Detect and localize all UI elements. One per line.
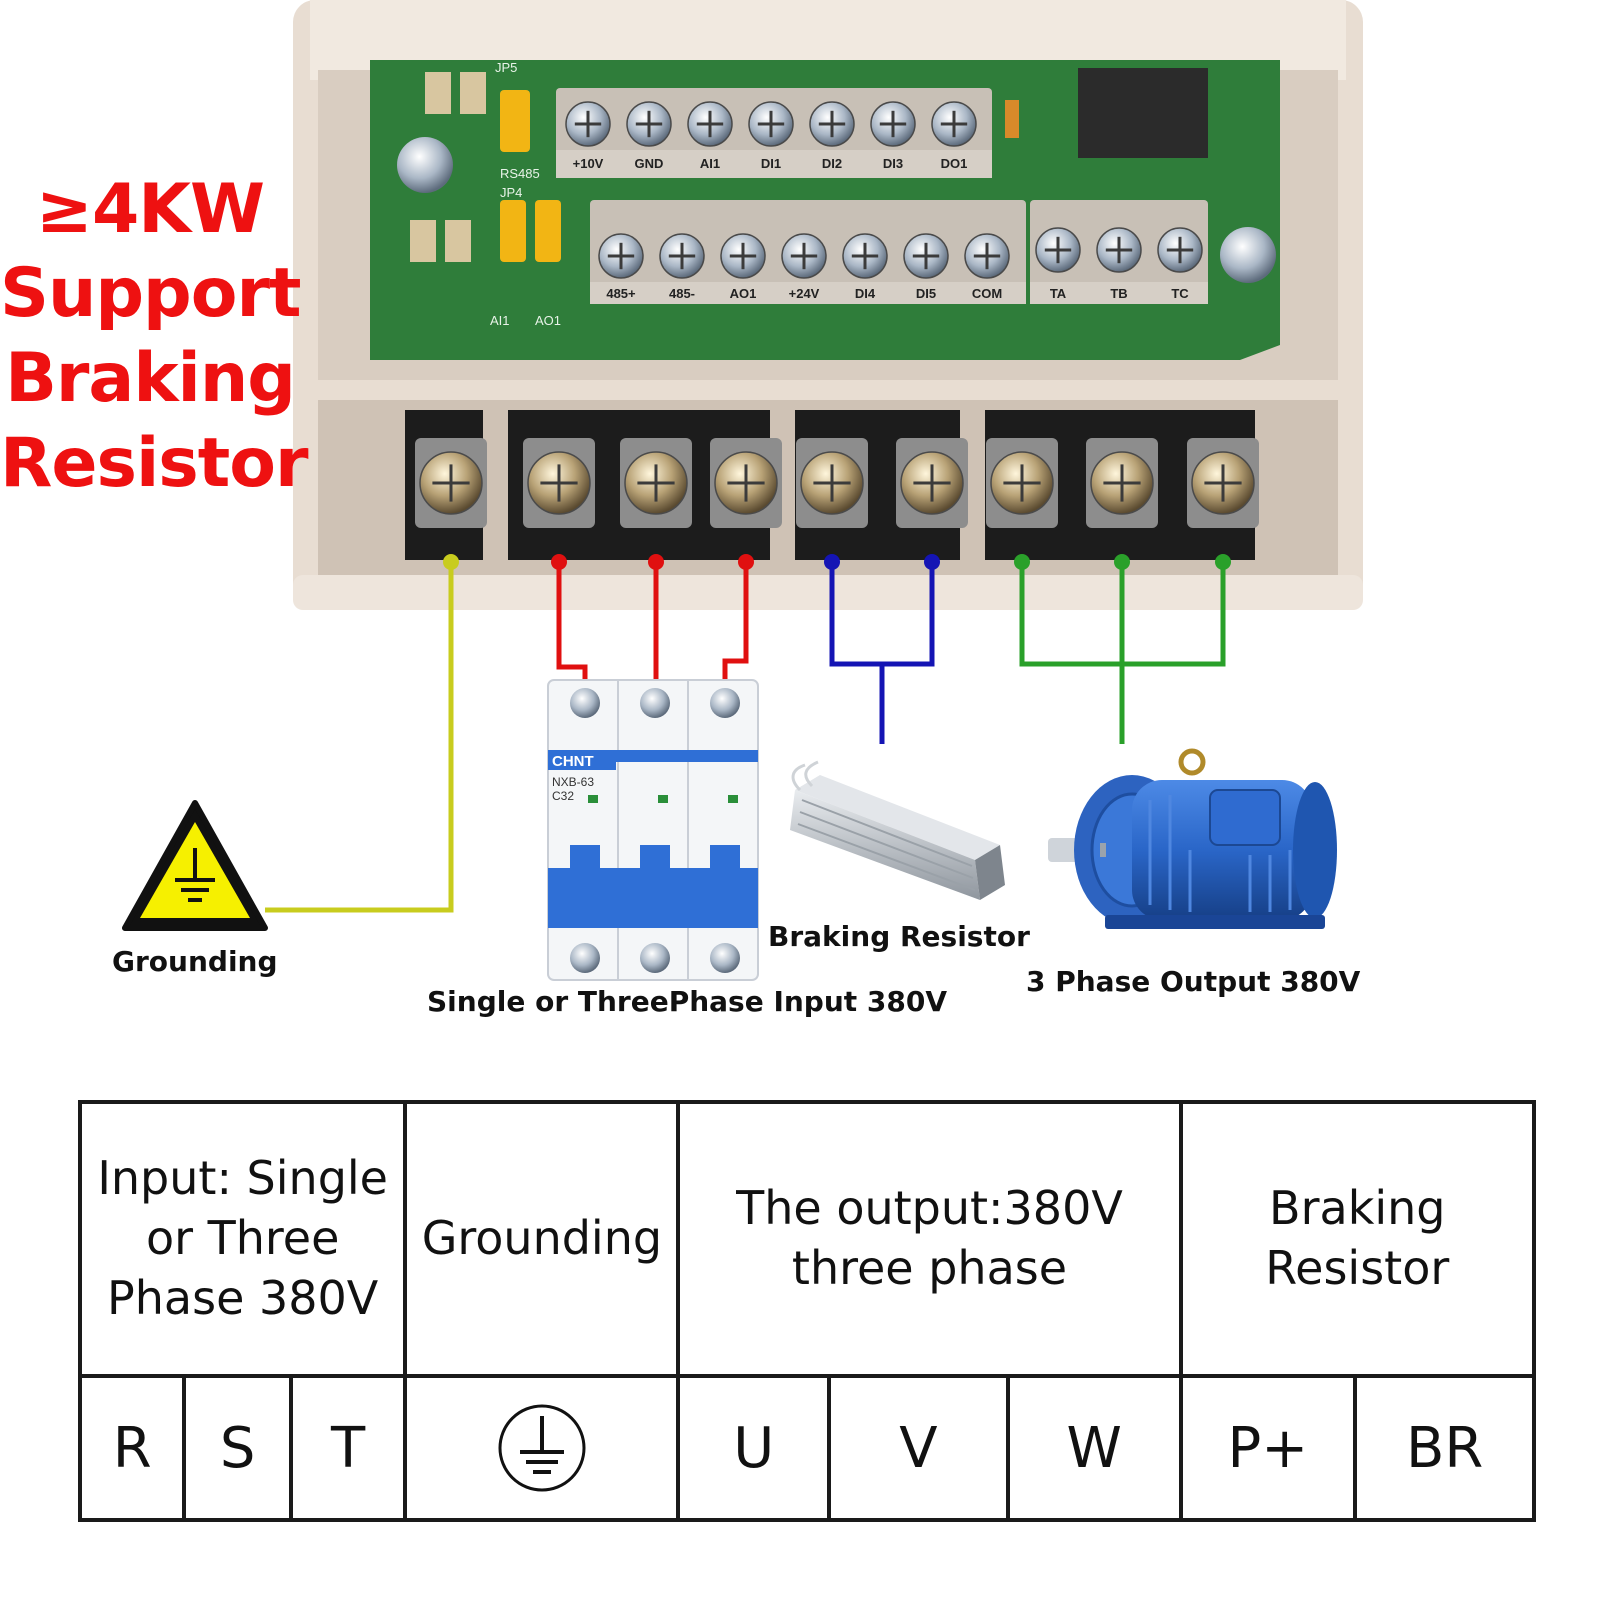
caption-input: Single or ThreePhase Input 380V (427, 985, 948, 1018)
control-terminal-label: GND (635, 156, 664, 171)
breaker-brand: CHNT (552, 753, 594, 770)
terminal-p-plus: P+ (1178, 1374, 1358, 1522)
circuit-breaker-icon: CHNT NXB-63 C32 (547, 679, 759, 981)
control-screw-icon (598, 233, 644, 279)
headline-resistor: Resistor (0, 424, 309, 503)
control-terminal-label: DI4 (855, 286, 876, 301)
relay-screw-icon (1035, 227, 1081, 273)
jumper-label: JP5 (495, 60, 517, 75)
caption-grounding: Grounding (112, 945, 278, 978)
control-terminal-label: COM (972, 286, 1002, 301)
control-screw-icon (781, 233, 827, 279)
control-screw-icon (748, 101, 794, 147)
control-screw-icon (842, 233, 888, 279)
caption-braking-resistor: Braking Resistor (768, 920, 1030, 953)
power-screw-icon (1090, 451, 1154, 515)
terminal-r: R (77, 1374, 187, 1522)
control-terminal-label: +24V (789, 286, 820, 301)
header-output: The output:380V three phase (676, 1100, 1183, 1378)
control-terminal-label: DI5 (916, 286, 936, 301)
terminal-table: Input: Single or Three Phase 380V Ground… (77, 1100, 1536, 1522)
control-terminal-label: +10V (573, 156, 604, 171)
control-screw-icon (565, 101, 611, 147)
power-screw-icon (900, 451, 964, 515)
jumper-label: JP4 (500, 185, 522, 200)
grounding-warning-icon (122, 800, 268, 931)
control-screw-icon (870, 101, 916, 147)
table-header-row: Input: Single or Three Phase 380V Ground… (77, 1100, 1536, 1378)
control-screw-icon (903, 233, 949, 279)
terminal-u: U (676, 1374, 832, 1522)
control-terminal-label: DI3 (883, 156, 903, 171)
control-screw-icon (626, 101, 672, 147)
headline-support: Support (0, 254, 302, 333)
relay-terminal-label: TB (1110, 286, 1127, 301)
power-screw-icon (714, 451, 778, 515)
ground-wire (265, 562, 454, 913)
control-terminal-label: DI2 (822, 156, 842, 171)
wire-ends (443, 554, 1231, 570)
relay-terminal-label: TA (1050, 286, 1067, 301)
control-terminal-label: AI1 (700, 156, 720, 171)
control-terminal-label: 485- (669, 286, 695, 301)
power-screw-icon (419, 451, 483, 515)
control-screw-icon (931, 101, 977, 147)
ground-symbol-icon (498, 1404, 586, 1492)
caption-output: 3 Phase Output 380V (1026, 965, 1361, 998)
jumper-label: RS485 (500, 166, 540, 181)
wiring (265, 562, 1226, 913)
diagram-illustration: CHNT NXB-63 C32 (122, 0, 1363, 981)
terminal-v: V (827, 1374, 1010, 1522)
control-screw-icon (659, 233, 705, 279)
relay-screw-icon (1096, 227, 1142, 273)
headline-braking: Braking (5, 339, 296, 418)
control-terminal-label: DI1 (761, 156, 781, 171)
breaker-model: NXB-63 (552, 775, 594, 789)
header-input: Input: Single or Three Phase 380V (77, 1100, 408, 1378)
table-terminal-row: R S T U V W P+ BR (77, 1374, 1536, 1522)
motor-icon (1048, 748, 1337, 929)
terminal-br: BR (1353, 1374, 1536, 1522)
control-terminal-label: 485+ (606, 286, 636, 301)
terminal-ground (403, 1374, 681, 1522)
braking-resistor-icon (790, 760, 1005, 900)
power-screw-icon (1191, 451, 1255, 515)
control-terminal-label: AO1 (730, 286, 757, 301)
mounting-screw-icon (1220, 227, 1276, 283)
control-screw-icon (964, 233, 1010, 279)
control-screw-icon (720, 233, 766, 279)
breaker-rating: C32 (552, 789, 574, 803)
power-screw-icon (800, 451, 864, 515)
terminal-w: W (1005, 1374, 1183, 1522)
jumper-label: AO1 (535, 313, 561, 328)
header-braking: Braking Resistor (1178, 1100, 1536, 1378)
header-grounding: Grounding (403, 1100, 681, 1378)
power-screw-icon (624, 451, 688, 515)
control-terminal-label: DO1 (941, 156, 968, 171)
relay-terminal-label: TC (1171, 286, 1189, 301)
control-screw-icon (809, 101, 855, 147)
power-screw-icon (527, 451, 591, 515)
relay-screw-icon (1157, 227, 1203, 273)
control-screw-icon (687, 101, 733, 147)
power-screw-icon (990, 451, 1054, 515)
terminal-s: S (182, 1374, 293, 1522)
headline-power: ≥4KW (36, 170, 265, 249)
terminal-t: T (288, 1374, 408, 1522)
jumper-label: AI1 (490, 313, 510, 328)
